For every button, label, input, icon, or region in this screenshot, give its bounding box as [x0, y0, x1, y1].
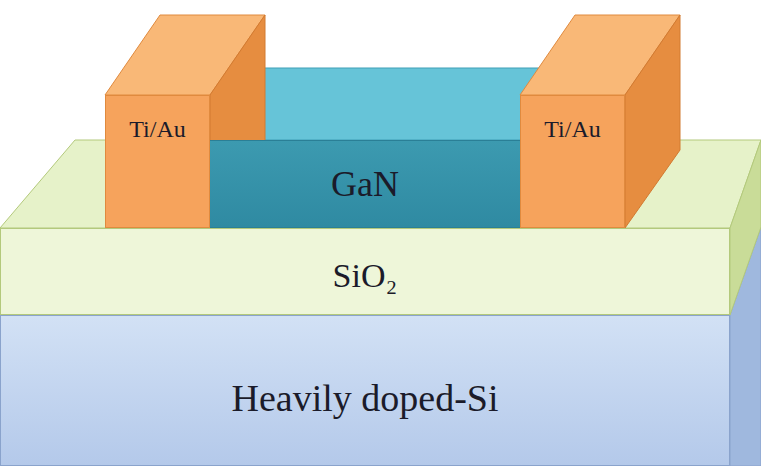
layer-label: SiO₂ [333, 257, 398, 314]
gan-channel-block: GaN [205, 140, 525, 228]
electrode-side-face [625, 15, 680, 228]
layer-label: Ti/Au [544, 116, 600, 227]
electrode-block: Ti/Au [520, 95, 625, 228]
sio2-side-face [730, 140, 761, 315]
layer-label: Ti/Au [129, 116, 185, 227]
sio2-layer: SiO₂ [0, 228, 730, 315]
electrode-block: Ti/Au [105, 95, 210, 228]
layer-label: GaN [331, 165, 399, 227]
si-substrate: Heavily doped-Si [0, 315, 730, 466]
layer-label: Heavily doped-Si [231, 378, 498, 465]
